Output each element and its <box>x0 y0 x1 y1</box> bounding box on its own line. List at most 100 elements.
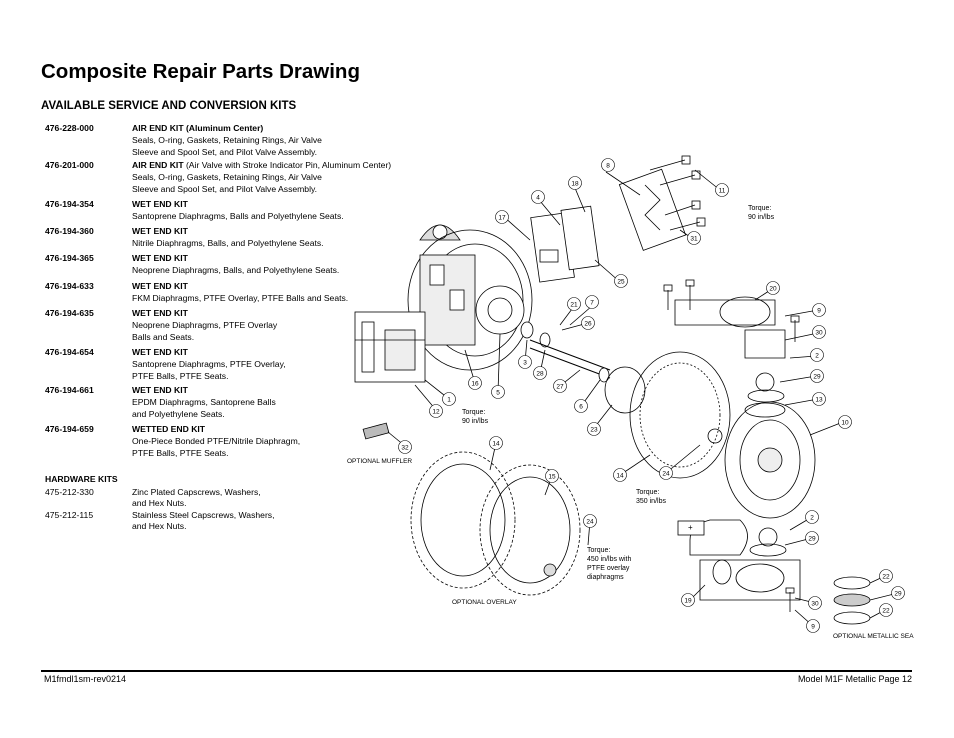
kit-part-number: 476-194-354 <box>45 199 94 209</box>
kit-line: FKM Diaphragms, PTFE Overlay, PTFE Balls… <box>132 293 349 303</box>
optional-muffler-label: OPTIONAL MUFFLER <box>347 458 413 465</box>
callout-number: 22 <box>882 573 890 580</box>
callout-bubble <box>812 325 826 339</box>
callout-bubble <box>568 176 582 190</box>
callout-number: 19 <box>684 597 692 604</box>
callout-number: 27 <box>556 383 564 390</box>
callout-bubble <box>838 415 852 429</box>
callout-bubble <box>681 593 695 607</box>
callout-number: 30 <box>811 600 819 607</box>
metallic-seat <box>833 576 871 590</box>
callout-number: 18 <box>571 180 579 187</box>
callout-number: 17 <box>498 214 506 221</box>
svg-text:+: + <box>688 523 693 532</box>
callout-bubble <box>531 190 545 204</box>
section-title: AVAILABLE SERVICE AND CONVERSION KITS <box>41 100 297 112</box>
kit-line: Neoprene Diaphragms, PTFE Overlay <box>132 320 278 330</box>
hardware-part-number: 475-212-330 <box>45 487 94 497</box>
callout-number: 22 <box>882 607 890 614</box>
hardware-line: and Hex Nuts. <box>132 498 187 508</box>
hardware-line: Zinc Plated Capscrews, Washers, <box>132 487 261 497</box>
callout-bubble <box>585 295 599 309</box>
callout-bubble <box>601 158 615 172</box>
callout-number: 1 <box>447 396 451 403</box>
callout-number: 14 <box>492 440 500 447</box>
kit-line: One-Piece Bonded PTFE/Nitrile Diaphragm, <box>132 436 301 446</box>
kit-line: Sleeve and Spool Set, and Pilot Valve As… <box>132 184 318 194</box>
callout-number: 15 <box>548 473 556 480</box>
kit-part-number: 476-194-661 <box>45 385 94 395</box>
callout-bubble <box>429 404 443 418</box>
optional-overlay-label: OPTIONAL OVERLAY <box>452 599 517 606</box>
callout-bubble <box>581 316 595 330</box>
torque-note: Torque:350 in/lbs <box>636 489 666 505</box>
callout-number: 9 <box>817 307 821 314</box>
callout-number: 29 <box>894 590 902 597</box>
kit-line: Nitrile Diaphragms, Balls, and Polyethyl… <box>132 238 324 248</box>
callout-bubble <box>491 385 505 399</box>
hardware-title: HARDWARE KITS <box>45 474 118 484</box>
kit-line: PTFE Balls, PTFE Seats. <box>132 448 229 458</box>
callout-bubble <box>806 619 820 633</box>
callout-number: 16 <box>471 380 479 387</box>
callout-number: 4 <box>536 194 540 201</box>
callout-bubble <box>766 281 780 295</box>
callout-number: 29 <box>813 373 821 380</box>
kit-line: and Polyethylene Seats. <box>132 409 225 419</box>
kit-part-number: 476-194-633 <box>45 281 94 291</box>
callout-bubble <box>583 514 597 528</box>
callout-number: 24 <box>662 470 670 477</box>
callout-number: 23 <box>590 426 598 433</box>
callout-number: 25 <box>617 278 625 285</box>
callout-bubble <box>879 603 893 617</box>
optional-metallic-seat-label: OPTIONAL METALLIC SEA <box>833 633 914 640</box>
callout-number: 3 <box>523 359 527 366</box>
callout-bubble <box>442 392 456 406</box>
overlay-diaphragm <box>410 451 516 589</box>
callout-bubble <box>810 369 824 383</box>
kit-line: Santoprene Diaphragms, Balls and Polyeth… <box>132 211 344 221</box>
footer-page-label: Model M1F Metallic Page 12 <box>797 674 912 684</box>
callout-bubble <box>715 183 729 197</box>
footer-doc-id: M1fmdl1sm-rev0214 <box>44 674 127 684</box>
callout-number: 26 <box>584 320 592 327</box>
kit-line: Neoprene Diaphragms, Balls, and Polyethy… <box>132 265 340 275</box>
inner-plate <box>604 366 646 414</box>
kit-line: Seals, O-ring, Gaskets, Retaining Rings,… <box>132 135 322 145</box>
callout-bubble <box>891 586 905 600</box>
callout-bubble <box>808 596 822 610</box>
callout-number: 11 <box>719 187 726 194</box>
kit-title: WETTED END KIT <box>132 424 206 434</box>
callout-bubble <box>518 355 532 369</box>
callout-bubble <box>879 569 893 583</box>
exhaust-manifold <box>618 168 687 251</box>
callout-bubble <box>810 348 824 362</box>
callout-bubble <box>567 297 581 311</box>
callout-bubble <box>812 392 826 406</box>
water-chamber <box>407 229 533 371</box>
callout-number: 12 <box>432 408 440 415</box>
callout-number: 20 <box>769 285 777 292</box>
callout-number: 7 <box>590 299 594 306</box>
callout-number: 2 <box>810 514 814 521</box>
kit-title: WET END KIT <box>132 385 188 395</box>
callout-number: 31 <box>690 235 698 242</box>
callout-number: 6 <box>579 403 583 410</box>
kit-title: WET END KIT <box>132 199 188 209</box>
callout-bubble <box>805 510 819 524</box>
callout-bubble <box>398 440 412 454</box>
kit-line: Sleeve and Spool Set, and Pilot Valve As… <box>132 147 318 157</box>
kit-title: WET END KIT <box>132 253 188 263</box>
kit-part-number: 476-194-659 <box>45 424 94 434</box>
kit-line: Balls and Seats. <box>132 332 195 342</box>
right-chamber <box>724 401 816 519</box>
kit-line: PTFE Balls, PTFE Seats. <box>132 371 229 381</box>
callout-number: 10 <box>841 419 849 426</box>
page-title: Composite Repair Parts Drawing <box>41 60 360 83</box>
kit-part-number: 476-194-365 <box>45 253 94 263</box>
muffler <box>362 422 390 440</box>
callout-bubble <box>812 303 826 317</box>
torque-note: Torque:90 in/lbs <box>462 409 489 425</box>
callout-number: 8 <box>606 162 610 169</box>
callout-number: 28 <box>536 370 544 377</box>
